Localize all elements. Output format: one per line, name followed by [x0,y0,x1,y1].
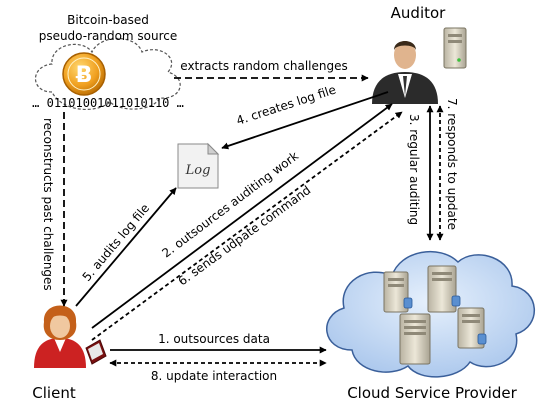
svg-text:Ƀ: Ƀ [76,63,93,88]
arrow-outsources-work [91,103,393,329]
log-file-icon: Log [177,142,220,189]
label-responds: 7. responds to update [445,98,459,230]
auditor-server-icon [443,27,467,69]
server-icon-1 [383,271,413,313]
log-file-label: Log [185,163,211,178]
cloud-provider-node: Cloud Service Provider [326,250,535,402]
arrow-creates-log [221,91,389,150]
server-icon-3 [399,313,431,365]
server-icon-4 [457,307,487,349]
label-audits-log: 5. audits log file [80,201,153,284]
bitcoin-icon: Ƀ [62,52,106,96]
laptop-icon [85,339,107,365]
auditor-person-icon [372,41,438,104]
label-reconstructs: reconstructs past challenges [41,118,55,291]
source-title-line2: pseudo-random source [39,29,178,43]
pseudo-random-source: Ƀ Bitcoin-based pseudo-random source … 0… [32,13,184,110]
auditor-node: Auditor [372,4,467,104]
provider-label: Cloud Service Provider [347,384,517,402]
client-node: Client [32,305,107,402]
arrow-sends-update [91,111,403,341]
client-label: Client [32,384,76,402]
label-outsources-data: 1. outsources data [158,332,270,346]
label-regular-auditing: 3. regular auditing [407,114,421,225]
label-extracts: extracts random challenges [180,59,347,73]
label-creates-log: 4. creates log file [235,82,338,127]
label-update-interaction: 8. update interaction [151,369,277,383]
client-person-icon [34,305,86,368]
source-title-line1: Bitcoin-based [67,13,149,27]
auditor-label: Auditor [391,4,447,22]
arrow-audits-log [75,187,177,307]
bitstring: … 01101001011010110 … [32,96,184,110]
server-icon-2 [427,265,461,313]
